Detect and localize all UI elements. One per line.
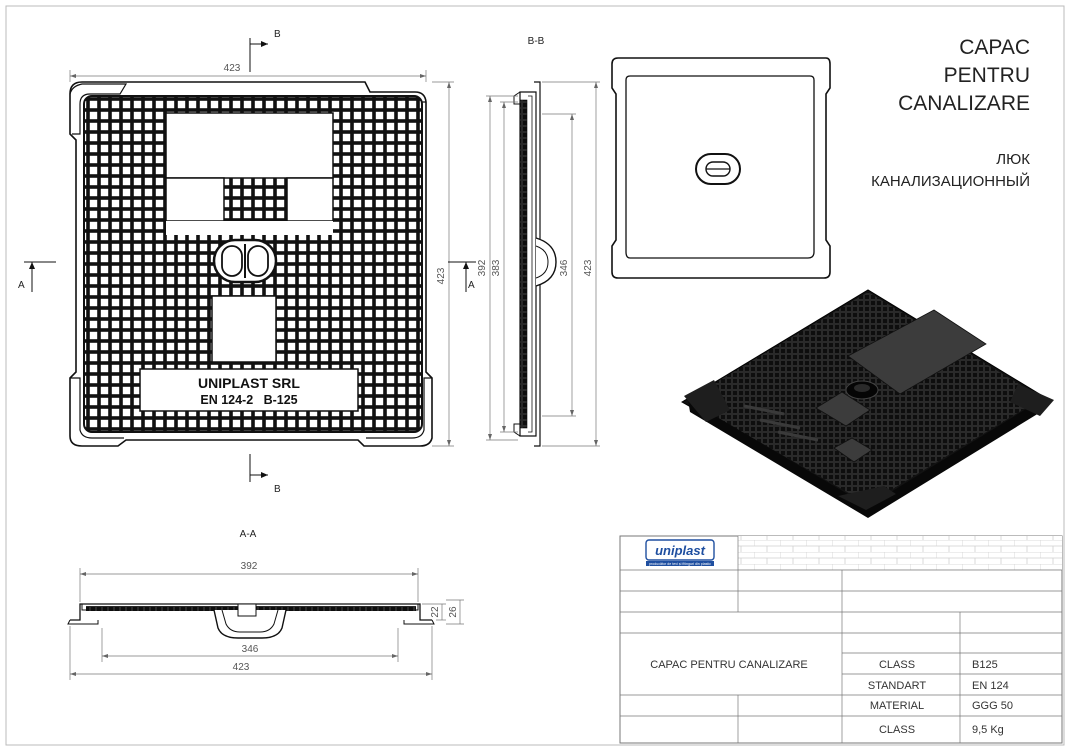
dim-bb-outer: 392 bbox=[477, 259, 488, 276]
title-block-table: uniplast producător de tevi și fitinguri… bbox=[619, 535, 1063, 744]
section-bb-view: B-B bbox=[513, 36, 557, 447]
title-block-heading: CAPAC PENTRU CANALIZARE ЛЮК КАНАЛИЗАЦИОН… bbox=[871, 36, 1030, 190]
embossed-maker: UNIPLAST SRL bbox=[198, 375, 300, 391]
flat-area-text bbox=[139, 368, 359, 412]
tb-row-4-label: CLASS bbox=[879, 724, 915, 736]
section-aa-view: A-A bbox=[67, 529, 435, 639]
dim-side-inner: 346 bbox=[559, 259, 570, 276]
tb-row-3-label: MATERIAL bbox=[870, 700, 924, 712]
dim-front-height: 423 bbox=[436, 267, 447, 284]
tb-row-3-value: GGG 50 bbox=[972, 700, 1013, 712]
dim-aa-top: 392 bbox=[241, 561, 258, 572]
tb-row-1-label: CLASS bbox=[879, 659, 915, 671]
title-line-1: CAPAC bbox=[959, 36, 1030, 59]
dim-aa-h2: 26 bbox=[448, 606, 459, 618]
title-line-3: CANALIZARE bbox=[898, 92, 1030, 115]
section-a-right: A bbox=[468, 280, 475, 291]
section-markers: B B A A bbox=[18, 29, 476, 495]
tb-row-2-value: EN 124 bbox=[972, 680, 1009, 692]
dim-aa-inner: 346 bbox=[242, 644, 259, 655]
lug-bottom-left bbox=[70, 377, 124, 439]
bb-handle-profile bbox=[535, 237, 557, 287]
flat-area-lower bbox=[211, 295, 277, 363]
flat-area-top bbox=[165, 112, 334, 179]
front-dimensions: 423 423 bbox=[69, 63, 454, 447]
bb-dimensions: 392 383 346 423 bbox=[477, 81, 600, 447]
lug-bottom-right bbox=[366, 377, 432, 439]
dim-side-outer: 423 bbox=[583, 259, 594, 276]
flat-area-right bbox=[286, 177, 334, 222]
section-b-bottom: B bbox=[274, 484, 281, 495]
dim-aa-h1: 22 bbox=[430, 606, 441, 618]
embossed-standard: EN 124-2 B-125 bbox=[200, 393, 297, 407]
tb-row-2-label: STANDART bbox=[868, 680, 927, 692]
section-b-top: B bbox=[274, 29, 281, 40]
subtitle-line-2: КАНАЛИЗАЦИОННЫЙ bbox=[871, 172, 1030, 190]
subtitle-line-1: ЛЮК bbox=[996, 151, 1030, 168]
sheet-border bbox=[5, 5, 1065, 746]
section-aa-label: A-A bbox=[240, 529, 257, 540]
dim-bb-inner: 383 bbox=[491, 259, 502, 276]
back-inner-rim bbox=[625, 75, 815, 259]
flat-area-mid bbox=[166, 221, 333, 235]
tb-row-4-value: 9,5 Kg bbox=[972, 724, 1004, 736]
tb-row-1-value: B125 bbox=[972, 659, 998, 671]
lug-top-left bbox=[69, 83, 128, 135]
handle-left-grip bbox=[221, 245, 243, 277]
aa-handle-profile bbox=[213, 609, 287, 639]
render-flat-area-large bbox=[847, 309, 987, 395]
handle-right-grip bbox=[247, 245, 269, 277]
dim-aa-bottom: 423 bbox=[233, 662, 250, 673]
title-line-2: PENTRU bbox=[944, 64, 1030, 87]
uniplast-logo: uniplast producător de tevi și fitinguri… bbox=[645, 539, 715, 566]
back-view bbox=[611, 57, 831, 279]
tb-product-name: CAPAC PENTRU CANALIZARE bbox=[650, 659, 808, 671]
dim-top-width: 423 bbox=[224, 63, 241, 74]
iso-render bbox=[681, 289, 1054, 518]
flat-area-left bbox=[165, 177, 225, 222]
svg-text:producător de tevi și fitingur: producător de tevi și fitinguri din plas… bbox=[649, 562, 711, 566]
section-a-left: A bbox=[18, 280, 25, 291]
svg-text:uniplast: uniplast bbox=[655, 543, 706, 558]
section-bb-label: B-B bbox=[528, 36, 545, 47]
front-view: UNIPLAST SRL EN 124-2 B-125 bbox=[69, 81, 433, 447]
aa-dimensions: 392 346 423 22 26 bbox=[69, 561, 464, 680]
